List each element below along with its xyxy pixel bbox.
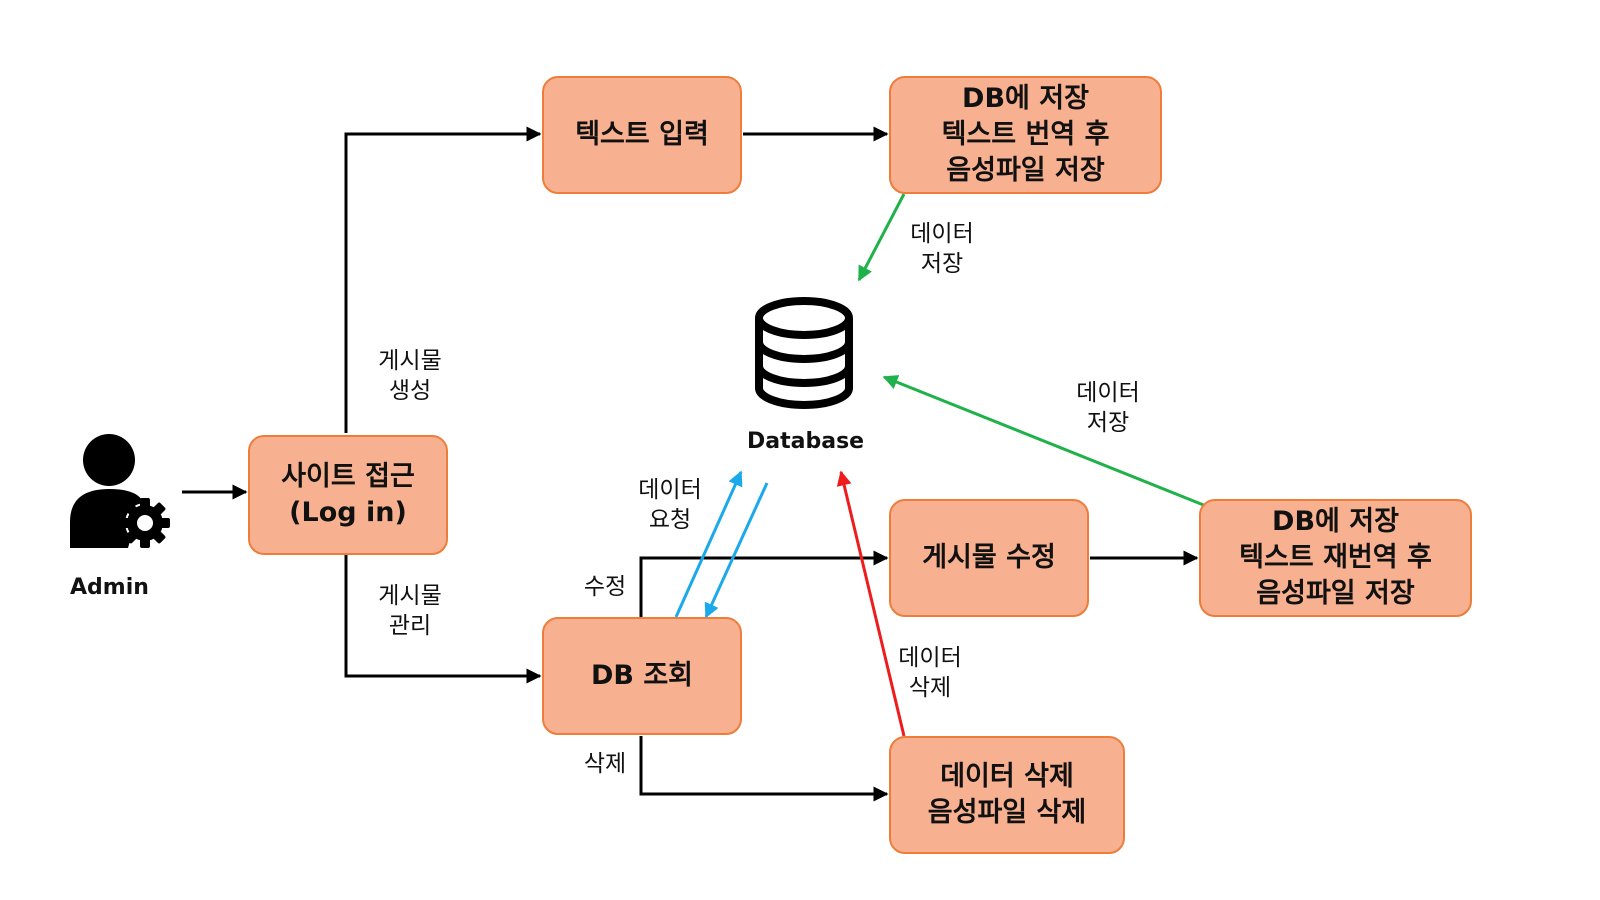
arrow-resave-to-database: [882, 375, 1207, 508]
edit-edge-label: 수정: [583, 574, 627, 600]
post-edit-box[interactable]: 게시물 수정: [889, 499, 1089, 617]
arrow-delete-to-database: [836, 470, 906, 737]
db-save-translate-box[interactable]: DB에 저장 텍스트 번역 후 음성파일 저장: [889, 76, 1162, 194]
site-access-label: 사이트 접근 (Log in): [281, 461, 415, 528]
data-save-label-1: 데이터 저장: [910, 221, 974, 277]
admin-label: Admin: [70, 575, 149, 600]
arrow-query-response-down: [704, 482, 769, 619]
data-save-label-2: 데이터 저장: [1076, 380, 1140, 436]
arrow-query-request-up: [674, 470, 743, 618]
arrow-site-to-db-query: [344, 555, 542, 684]
arrow-query-to-delete: [639, 736, 889, 802]
arrow-site-to-text-input: [344, 126, 542, 433]
text-input-box[interactable]: 텍스트 입력: [542, 76, 742, 194]
db-query-box[interactable]: DB 조회: [542, 617, 742, 735]
data-request-label: 데이터 요청: [638, 477, 702, 533]
database-icon: [755, 297, 853, 409]
data-delete-label: 데이터 삭제 음성파일 삭제: [927, 761, 1087, 828]
text-input-label: 텍스트 입력: [575, 119, 709, 150]
arrow-query-to-edit: [639, 550, 889, 617]
user-gear-icon: [70, 434, 170, 548]
data-delete-box[interactable]: 데이터 삭제 음성파일 삭제: [889, 736, 1125, 854]
post-edit-label: 게시물 수정: [922, 542, 1056, 573]
arrow-save-to-database: [857, 193, 906, 282]
site-access-box[interactable]: 사이트 접근 (Log in): [248, 435, 448, 555]
delete-edge-label: 삭제: [583, 751, 627, 777]
db-query-label: DB 조회: [590, 660, 694, 691]
data-delete-edge-label: 데이터 삭제: [898, 645, 962, 701]
db-save-translate-label: DB에 저장 텍스트 번역 후 음성파일 저장: [941, 83, 1110, 186]
db-save-retranslate-box[interactable]: DB에 저장 텍스트 재번역 후 음성파일 저장: [1199, 499, 1472, 617]
db-save-retranslate-label: DB에 저장 텍스트 재번역 후 음성파일 저장: [1239, 506, 1432, 609]
post-create-label: 게시물 생성: [378, 348, 442, 404]
post-manage-label: 게시물 관리: [378, 583, 442, 639]
database-label: Database: [747, 429, 865, 454]
